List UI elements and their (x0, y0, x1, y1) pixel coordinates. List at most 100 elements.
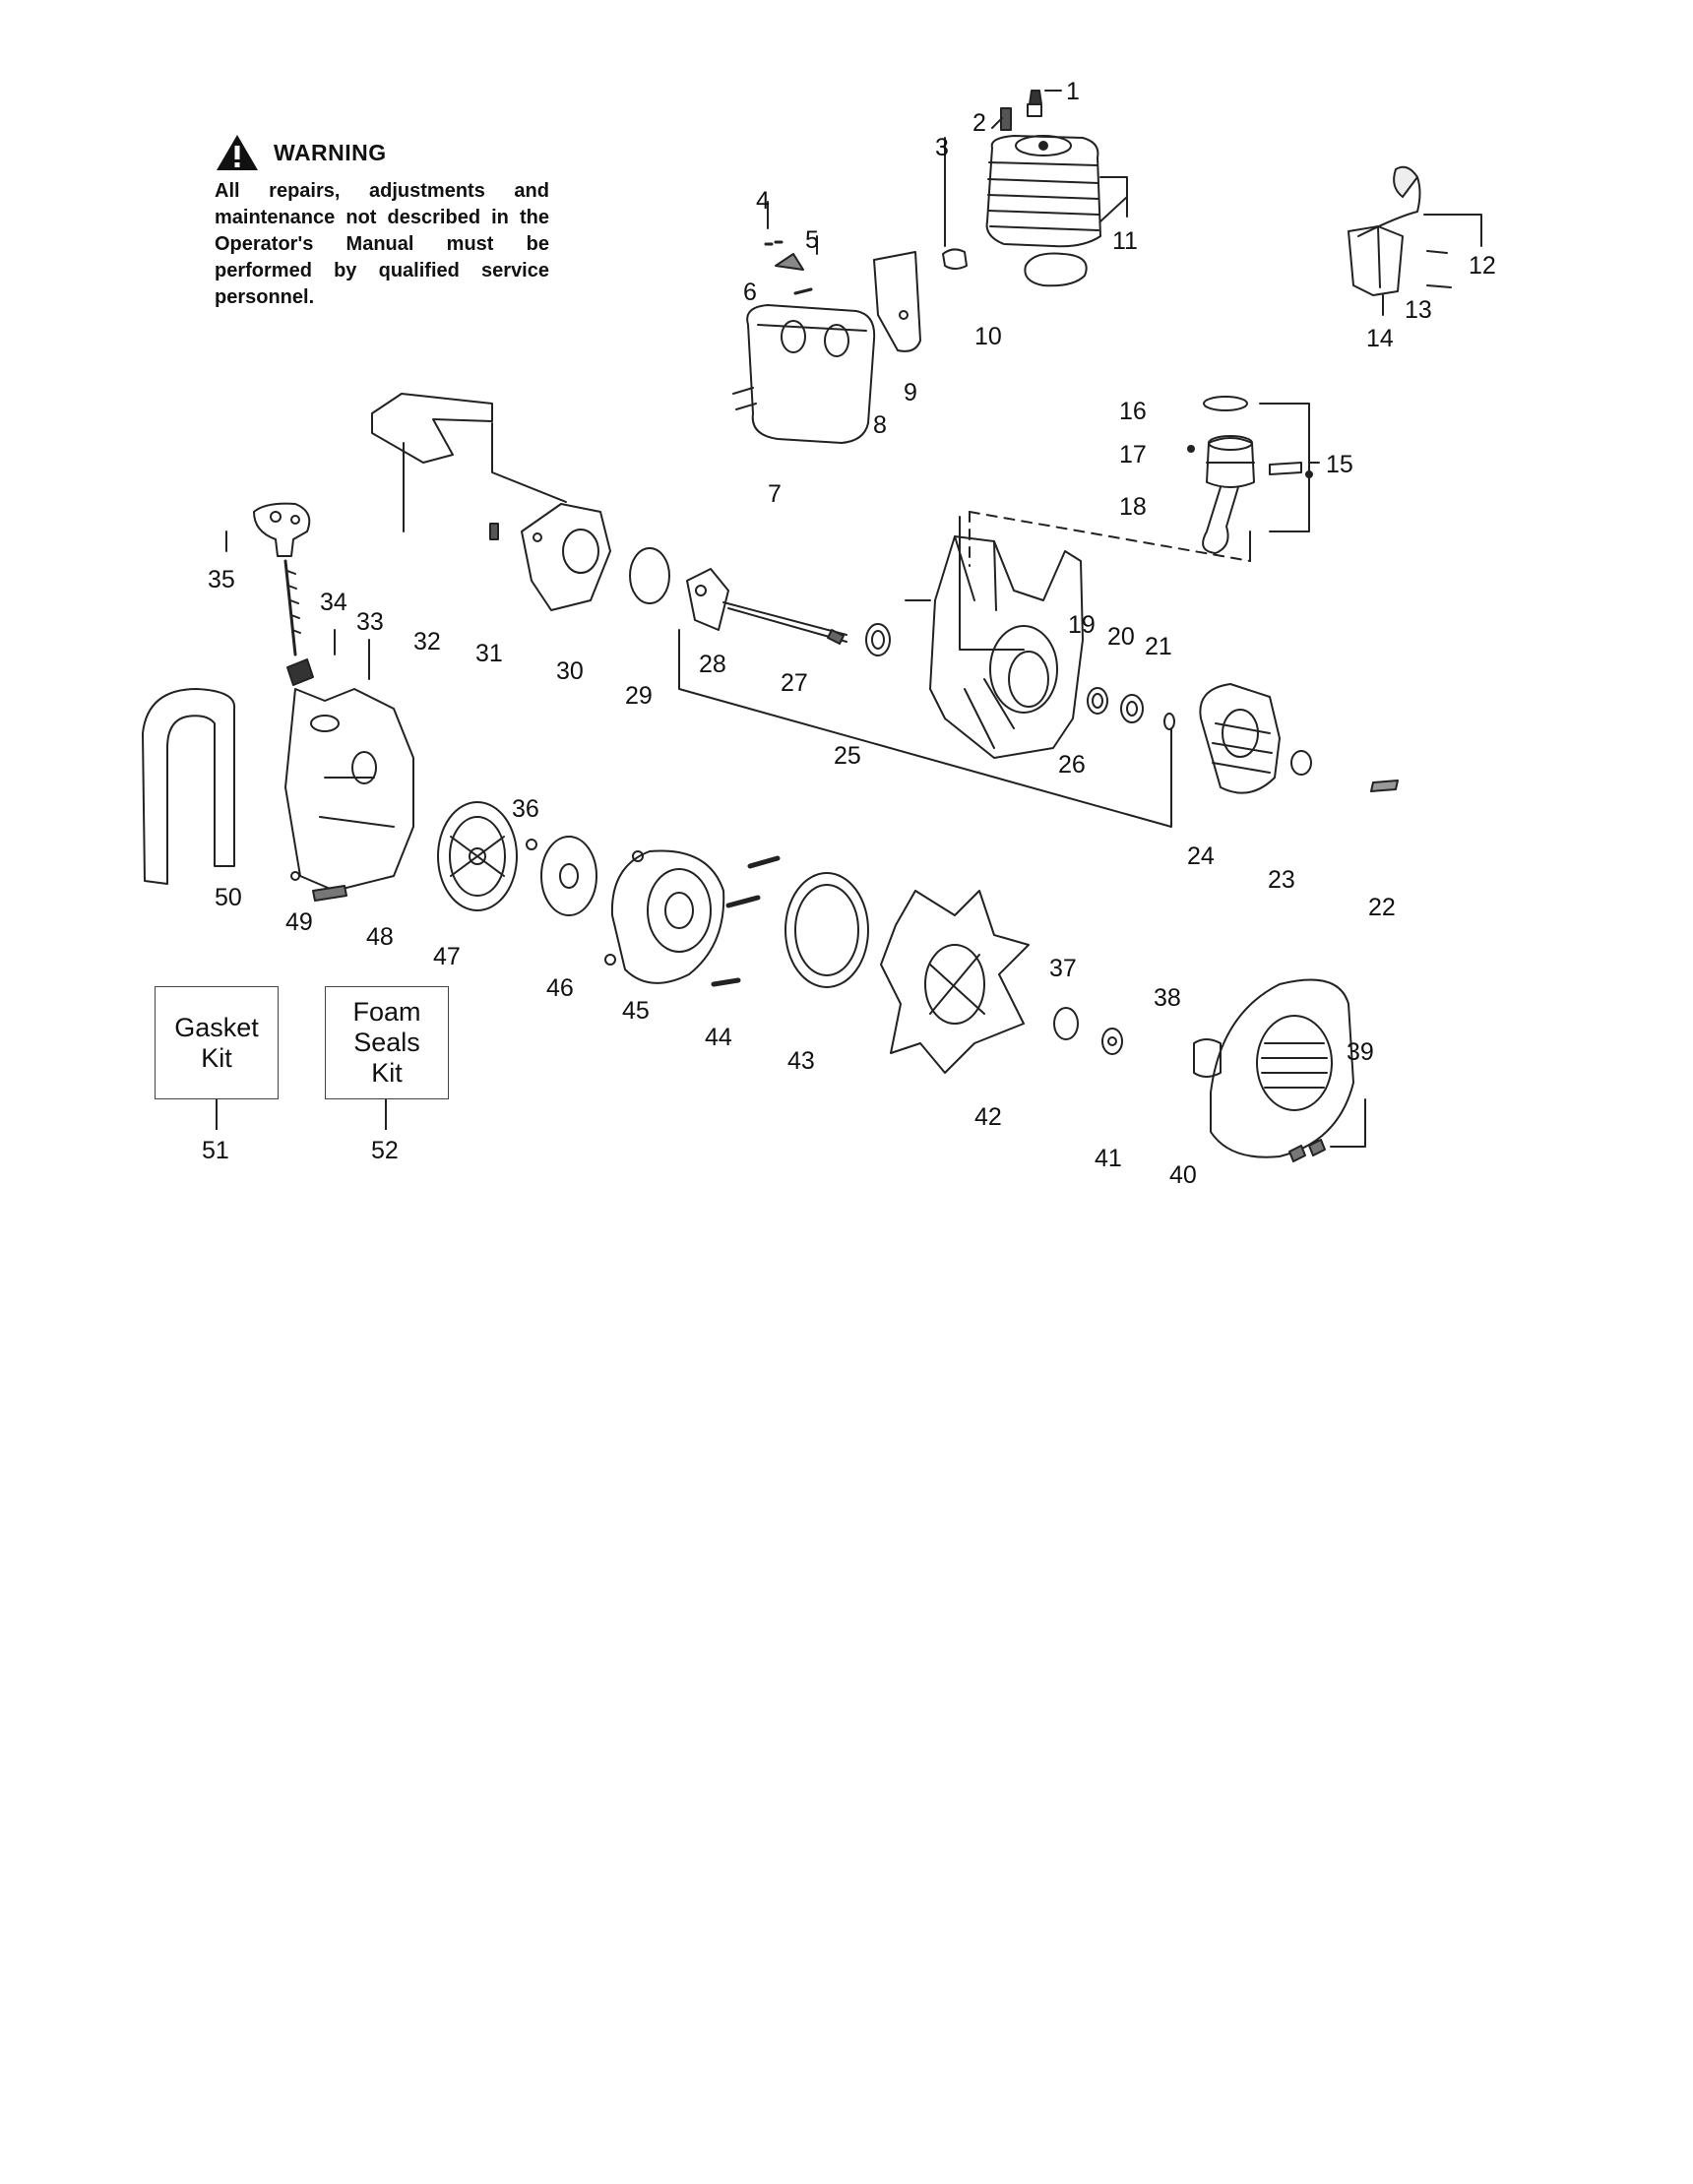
impeller-42 (880, 890, 1030, 1074)
part-label: 2 (972, 109, 986, 137)
part-label: 20 (1107, 623, 1135, 651)
part-label: 19 (1068, 611, 1096, 639)
gasket-kit-box: Gasket Kit (155, 986, 279, 1099)
washer-46 (540, 836, 597, 916)
part-label: 45 (622, 997, 650, 1025)
part-label: 36 (512, 795, 539, 823)
part-label: 30 (556, 657, 584, 685)
part-label: 21 (1145, 633, 1172, 660)
part-label: 10 (974, 323, 1002, 350)
part-label: 49 (285, 908, 313, 936)
part-label: 47 (433, 943, 461, 970)
part-label: 15 (1326, 451, 1353, 478)
part-label: 32 (413, 628, 441, 655)
crankcase (905, 516, 1084, 759)
screw-49 (312, 885, 347, 902)
part-label: 5 (805, 226, 819, 254)
intake-boot (942, 137, 968, 270)
part-label: 38 (1154, 984, 1181, 1012)
part-label: 7 (768, 480, 782, 508)
foam-seals-kit-label: Foam Seals Kit (352, 997, 421, 1088)
washer-37 (1053, 1007, 1079, 1040)
cylinder (985, 135, 1128, 248)
part-label: 35 (208, 566, 235, 593)
starter-housing-45 (604, 849, 725, 984)
part-label: 48 (366, 923, 394, 951)
muffler-heat-shield (873, 251, 921, 352)
part-label: 26 (1058, 751, 1086, 779)
screw-36 (526, 839, 537, 850)
gasket-kit-label: Gasket Kit (174, 1012, 259, 1073)
part-label: 6 (743, 279, 757, 306)
part-label: 29 (625, 682, 653, 710)
part-label: 44 (705, 1024, 732, 1051)
ignition-module (1348, 165, 1482, 316)
warning-triangle-icon (217, 135, 258, 170)
part-label: 28 (699, 651, 726, 678)
part-label: 8 (873, 411, 887, 439)
warning-text: All repairs, adjustments and maintenance… (215, 180, 549, 308)
warning-title: WARNING (274, 139, 387, 165)
flywheel-key (1370, 780, 1399, 792)
part-label: 18 (1119, 493, 1147, 521)
starter-pulley (437, 801, 518, 911)
blower-cover-40 (1210, 978, 1354, 1158)
spring-cover-43 (784, 872, 869, 988)
part-label: 43 (787, 1047, 815, 1075)
kit-number-gasket: 51 (202, 1137, 229, 1164)
foam-seals-kit-box: Foam Seals Kit (325, 986, 449, 1099)
part-label: 41 (1095, 1145, 1122, 1172)
part-label: 27 (781, 669, 808, 697)
spark-plug (1027, 90, 1062, 117)
part-label: 3 (935, 134, 949, 161)
bushing-38 (1193, 1038, 1222, 1078)
muffler-hardware (764, 201, 818, 295)
part-label: 40 (1169, 1161, 1197, 1189)
part-label: 11 (1112, 227, 1138, 255)
part-label: 22 (1368, 894, 1396, 921)
crankshaft-seal (865, 623, 891, 656)
cylinder-bolt (991, 107, 1012, 131)
part-label: 9 (904, 379, 917, 406)
part-label: 46 (546, 974, 574, 1002)
screws-39 (1288, 1098, 1366, 1162)
part-label: 16 (1119, 398, 1147, 425)
washer-21 (1163, 713, 1175, 730)
foam-seal-50 (142, 688, 236, 885)
part-label: 25 (834, 742, 861, 770)
part-label: 42 (974, 1103, 1002, 1131)
bearing-20 (1120, 694, 1144, 723)
carb-adapter (521, 503, 611, 611)
part-label: 4 (756, 187, 770, 215)
part-label: 50 (215, 884, 242, 911)
part-label: 12 (1469, 252, 1496, 280)
warning-notice: WARNING All repairs, adjustments and mai… (215, 133, 549, 311)
tank-cap (225, 502, 370, 686)
part-label: 17 (1119, 441, 1147, 468)
o-ring-29 (629, 547, 670, 604)
part-label: 14 (1366, 325, 1394, 352)
bracket-32 (371, 393, 567, 532)
flywheel-nut (1290, 750, 1312, 776)
connecting-rod (1202, 486, 1239, 554)
part-label: 33 (356, 608, 384, 636)
nut-41 (1101, 1028, 1123, 1055)
part-label: 23 (1268, 866, 1295, 894)
part-label: 24 (1187, 842, 1215, 870)
fuel-tank-housing (284, 688, 414, 892)
crankshaft (686, 568, 847, 645)
piston-ring (1203, 396, 1248, 411)
part-label: 37 (1049, 955, 1077, 982)
part-label: 31 (475, 640, 503, 667)
part-label: 34 (320, 589, 347, 616)
part-label: 1 (1066, 78, 1080, 105)
kit-number-foam-seals: 52 (371, 1137, 399, 1164)
bearing-19 (1087, 687, 1108, 715)
muffler (732, 304, 876, 444)
carb-screw (489, 523, 499, 540)
cylinder-gasket (1024, 252, 1088, 287)
part-label: 13 (1405, 296, 1432, 324)
part-label: 39 (1347, 1038, 1374, 1066)
piston (1187, 435, 1313, 488)
